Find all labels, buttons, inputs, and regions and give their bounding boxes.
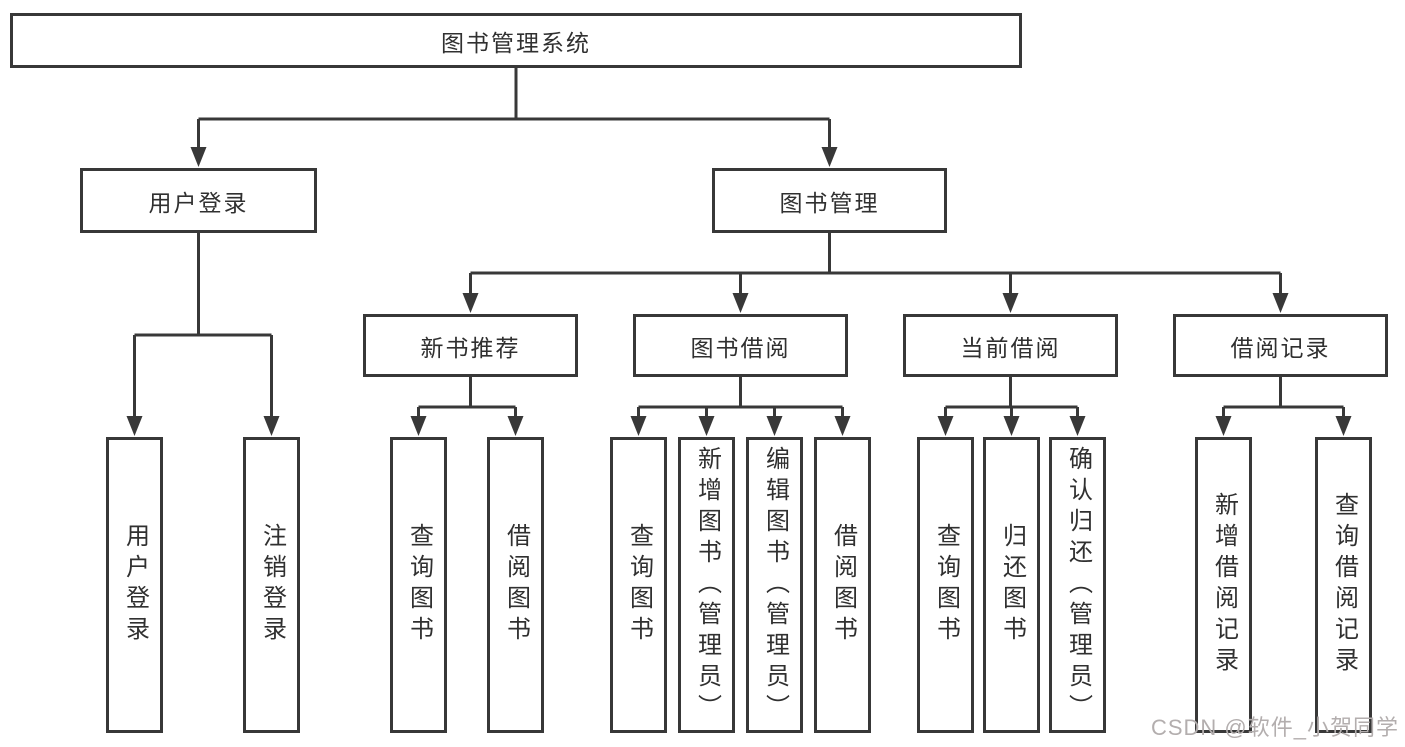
leaf-current-return-books: 归还图书: [983, 437, 1040, 733]
leaf-recommend-borrow-books: 借阅图书: [487, 437, 544, 733]
arrowhead: [1002, 293, 1019, 313]
connector-recommend-to-leaves: [410, 377, 524, 436]
leaf-current-query-books-label: 查询图书: [932, 523, 960, 647]
leaf-recommend-borrow-books-label: 借阅图书: [502, 523, 530, 647]
arrowhead: [937, 416, 954, 436]
connector-records-to-leaves: [1215, 377, 1352, 436]
node-root-label: 图书管理系统: [441, 29, 591, 56]
node-book-management-label: 图书管理: [779, 189, 880, 216]
leaf-current-return-books-label: 归还图书: [998, 523, 1026, 647]
connector-line: [944, 377, 1079, 421]
leaf-current-confirm-return-admin: 确认归还（管理员）: [1049, 437, 1106, 733]
leaf-borrow-edit-books-admin: 编辑图书（管理员）: [746, 437, 803, 733]
arrowhead: [698, 416, 715, 436]
arrowhead: [1335, 416, 1352, 436]
leaf-borrow-borrow-books-label: 借阅图书: [829, 523, 857, 647]
leaf-records-add-record-label: 新增借阅记录: [1210, 492, 1238, 678]
node-borrow-records-label: 借阅记录: [1230, 334, 1331, 361]
leaf-logout: 注销登录: [243, 437, 300, 733]
connector-borrow-to-leaves: [630, 377, 851, 436]
arrowhead: [1069, 416, 1086, 436]
node-new-book-recommend-label: 新书推荐: [420, 334, 521, 361]
connector-line: [469, 233, 1282, 298]
arrowhead: [1215, 416, 1232, 436]
leaf-user-login: 用户登录: [106, 437, 163, 733]
connector-root-to-branches: [190, 68, 838, 167]
node-user-login-label: 用户登录: [148, 189, 249, 216]
csdn-watermark: CSDN @软件_小贺同学: [1150, 715, 1399, 740]
arrowhead: [507, 416, 524, 436]
leaf-current-query-books: 查询图书: [917, 437, 974, 733]
connector-line: [637, 377, 844, 421]
connector-line: [197, 68, 831, 152]
arrowhead: [190, 147, 207, 167]
connector-current-to-leaves: [937, 377, 1086, 436]
node-book-management: 图书管理: [712, 168, 947, 233]
arrowhead: [1003, 416, 1020, 436]
arrowhead: [821, 147, 838, 167]
node-book-borrow-label: 图书借阅: [690, 334, 791, 361]
leaf-borrow-add-books-admin-label: 新增图书（管理员）: [693, 445, 721, 725]
leaf-borrow-borrow-books: 借阅图书: [814, 437, 871, 733]
node-current-borrow-label: 当前借阅: [960, 334, 1061, 361]
leaf-recommend-query-books: 查询图书: [390, 437, 447, 733]
leaf-logout-label: 注销登录: [258, 523, 286, 647]
node-borrow-records: 借阅记录: [1173, 314, 1388, 377]
node-user-login: 用户登录: [80, 168, 317, 233]
leaf-borrow-edit-books-admin-label: 编辑图书（管理员）: [761, 445, 789, 725]
node-root: 图书管理系统: [10, 13, 1022, 68]
arrowhead: [410, 416, 427, 436]
node-new-book-recommend: 新书推荐: [363, 314, 578, 377]
arrowhead: [263, 416, 280, 436]
connector-line: [417, 377, 517, 421]
arrowhead: [1272, 293, 1289, 313]
leaf-records-add-record: 新增借阅记录: [1195, 437, 1252, 733]
node-current-borrow: 当前借阅: [903, 314, 1118, 377]
node-book-borrow: 图书借阅: [633, 314, 848, 377]
leaf-user-login-label: 用户登录: [121, 523, 149, 647]
connector-login-to-leaves: [126, 233, 280, 436]
arrowhead: [630, 416, 647, 436]
leaf-records-query-record-label: 查询借阅记录: [1330, 492, 1358, 678]
connector-mgmt-to-groups: [462, 233, 1289, 313]
arrowhead: [462, 293, 479, 313]
arrowhead: [766, 416, 783, 436]
arrowhead: [834, 416, 851, 436]
connector-line: [1222, 377, 1345, 421]
arrowhead: [126, 416, 143, 436]
arrowhead: [732, 293, 749, 313]
connector-line: [133, 233, 273, 421]
leaf-borrow-query-books-label: 查询图书: [625, 523, 653, 647]
leaf-current-confirm-return-admin-label: 确认归还（管理员）: [1064, 445, 1092, 725]
leaf-borrow-query-books: 查询图书: [610, 437, 667, 733]
leaf-borrow-add-books-admin: 新增图书（管理员）: [678, 437, 735, 733]
leaf-records-query-record: 查询借阅记录: [1315, 437, 1372, 733]
leaf-recommend-query-books-label: 查询图书: [405, 523, 433, 647]
